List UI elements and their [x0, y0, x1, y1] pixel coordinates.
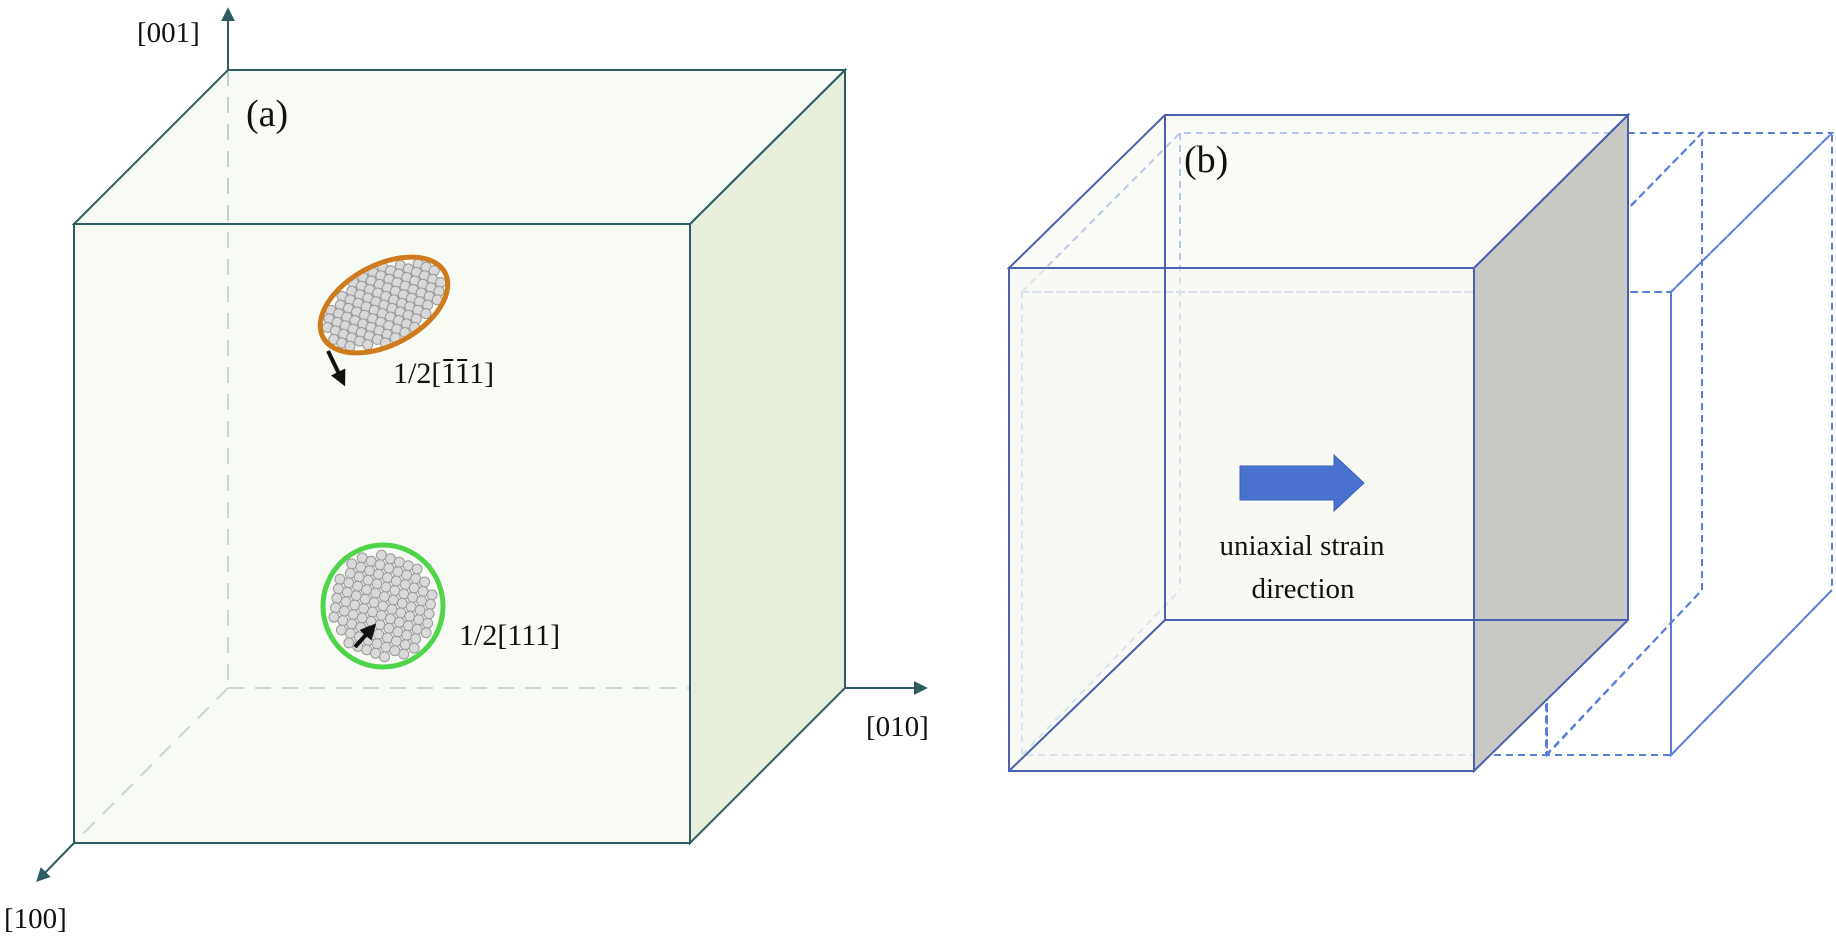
loop-2-atoms [328, 549, 438, 663]
atom [426, 589, 438, 601]
atom [411, 563, 423, 575]
cube-b-front-face [1008, 267, 1475, 772]
panel-a-label: (a) [246, 93, 288, 135]
atom [384, 613, 396, 625]
atom [419, 576, 431, 588]
strain-label-line-1: uniaxial strain [1219, 530, 1385, 562]
atom [362, 339, 374, 351]
loop-2-burgers-arrow [353, 623, 377, 649]
loop-2-burgers-label: 1/2[111] [459, 619, 560, 652]
axis-x-label: [100] [4, 903, 67, 935]
atom [398, 648, 410, 660]
cube-b-back-depth [1008, 619, 1166, 772]
strain-direction-arrow [1239, 453, 1365, 513]
axis-z-label: [001] [137, 17, 200, 49]
loop-1-burgers-label: 1/2[111] [393, 357, 494, 390]
atom [420, 627, 432, 639]
panel-b-label: (b) [1184, 139, 1228, 181]
atom [420, 308, 432, 320]
atom [423, 608, 435, 620]
dislocation-loop-1: 1/2[111] [317, 254, 494, 390]
atom [371, 578, 383, 590]
dislocation-loop-2: 1/2[111] [320, 542, 560, 670]
atom [410, 633, 422, 645]
loop-1-atoms [321, 258, 447, 352]
atom [361, 584, 373, 596]
atom [422, 617, 434, 629]
loop-2-outline [320, 542, 446, 670]
strain-label-line-2: direction [1251, 573, 1355, 605]
panel-b: (b) uniaxial strain direction [1006, 112, 1835, 774]
atom [379, 651, 390, 663]
loop-1-outline [317, 254, 451, 356]
atom [425, 598, 436, 610]
axis-x-arrow [36, 842, 75, 883]
axis-y-label: [010] [866, 711, 929, 743]
atom [374, 619, 386, 631]
atom [408, 642, 420, 654]
loop-1-burgers-arrow [326, 350, 346, 387]
panel-a: [001] [010] [100] (a) 1/2[111] 1/2[111] [4, 7, 929, 935]
